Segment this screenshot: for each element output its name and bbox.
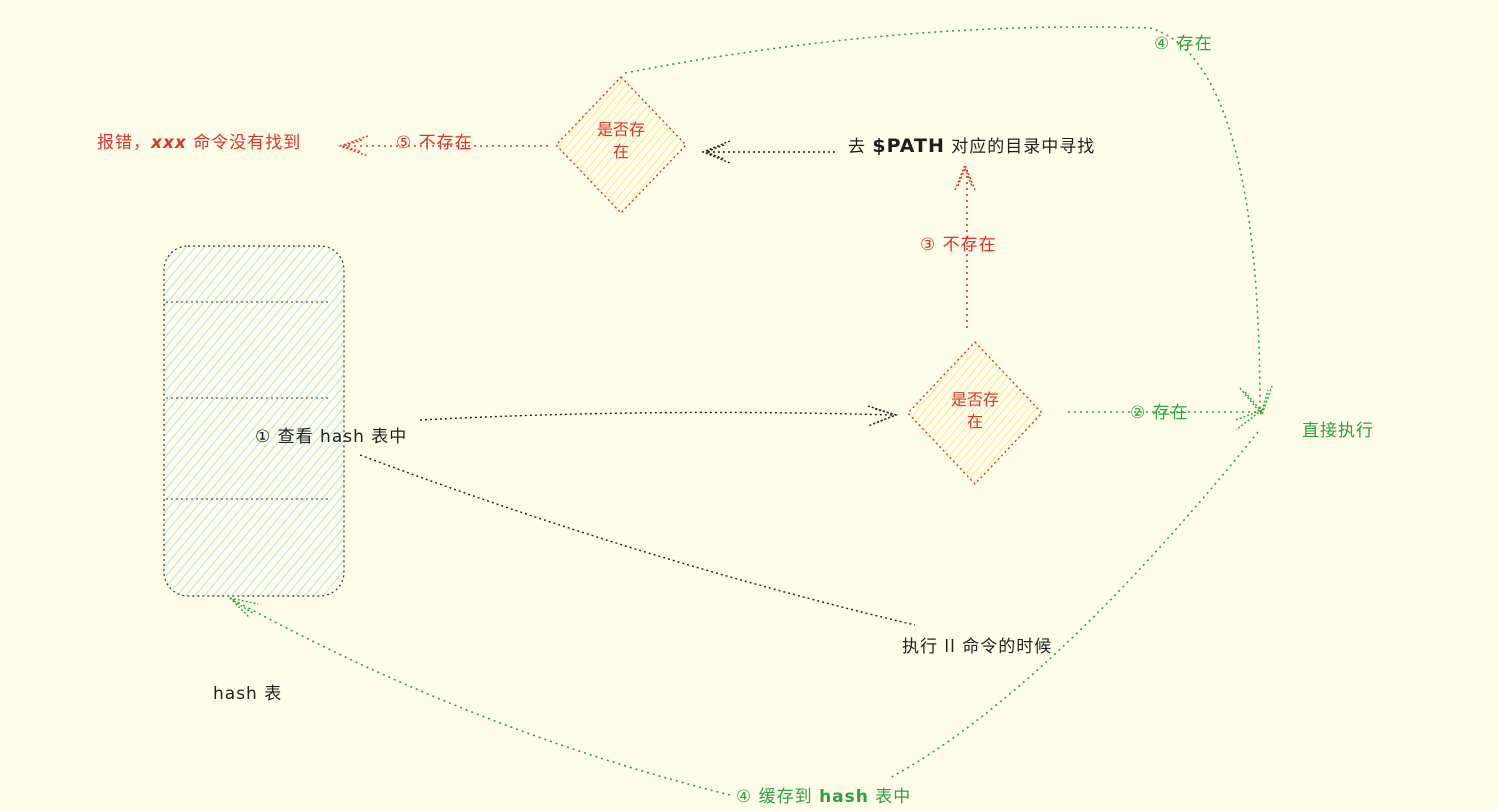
step1-text: ① 查看 hash 表中 [255, 427, 408, 447]
decision-upper-label: 是否存 在 [576, 119, 666, 163]
error-suffix: 命令没有找到 [186, 133, 302, 153]
step3-label: ③ 不存在 [920, 237, 997, 254]
arrow-cache-to-hash-table-return [229, 597, 731, 796]
search-variable: $PATH [872, 135, 945, 157]
hash-table-body [163, 245, 345, 597]
connector-trigger-to-check [359, 454, 916, 626]
step5-text: ⑤ 不存在 [396, 133, 473, 153]
step3-text: ③ 不存在 [920, 235, 997, 255]
arrow-check-to-decision [419, 411, 894, 421]
hash-table-label: hash 表 [213, 686, 282, 703]
error-variable: xxx [151, 133, 187, 153]
step4-bottom-label: ④ 缓存到 hash 表中 [736, 789, 911, 806]
search-suffix: 对应的目录中寻找 [944, 137, 1096, 157]
error-label: 报错，xxx 命令没有找到 [97, 135, 301, 152]
decision-upper-line1: 是否存 [596, 120, 645, 139]
step4-top-text: ④ 存在 [1154, 34, 1213, 54]
decision-lower-label: 是否存 在 [930, 389, 1020, 433]
arrowhead [337, 135, 369, 157]
step4-bottom-hash: hash [819, 787, 869, 807]
arrow-cache-to-hash-table [889, 431, 1259, 779]
trigger-label: 执行 ll 命令的时候 [902, 639, 1052, 656]
step2-label: ② 存在 [1130, 405, 1189, 422]
hash-table [163, 245, 345, 597]
decision-lower-line2: 在 [966, 412, 983, 431]
search-path-label: 去 $PATH 对应的目录中寻找 [848, 137, 1095, 156]
arrow-found-to-execute [624, 26, 1261, 411]
execute-text: 直接执行 [1302, 421, 1374, 441]
arrowhead [954, 163, 976, 191]
decision-diamond-lower [907, 340, 1043, 486]
step4-top-label: ④ 存在 [1154, 36, 1213, 53]
arrowhead [867, 405, 899, 427]
execute-label: 直接执行 [1302, 423, 1374, 440]
error-prefix: 报错， [97, 133, 151, 153]
hash-table-label-text: hash 表 [213, 684, 283, 704]
search-prefix: 去 [848, 137, 873, 157]
arrowhead [701, 140, 731, 164]
decision-diamond-upper [555, 75, 687, 215]
step4-bottom-suffix: 表中 [868, 787, 912, 807]
arrowhead [1239, 385, 1273, 417]
decision-lower-line1: 是否存 [950, 390, 999, 409]
arrowhead [1235, 409, 1263, 431]
step4-bottom-prefix: ④ 缓存到 [736, 787, 820, 807]
arrowhead [229, 597, 259, 619]
step2-text: ② 存在 [1130, 403, 1189, 423]
decision-upper-line2: 在 [612, 142, 629, 161]
step1-label: ① 查看 hash 表中 [255, 429, 407, 446]
step5-label: ⑤ 不存在 [396, 135, 473, 152]
trigger-text: 执行 ll 命令的时候 [902, 637, 1053, 657]
